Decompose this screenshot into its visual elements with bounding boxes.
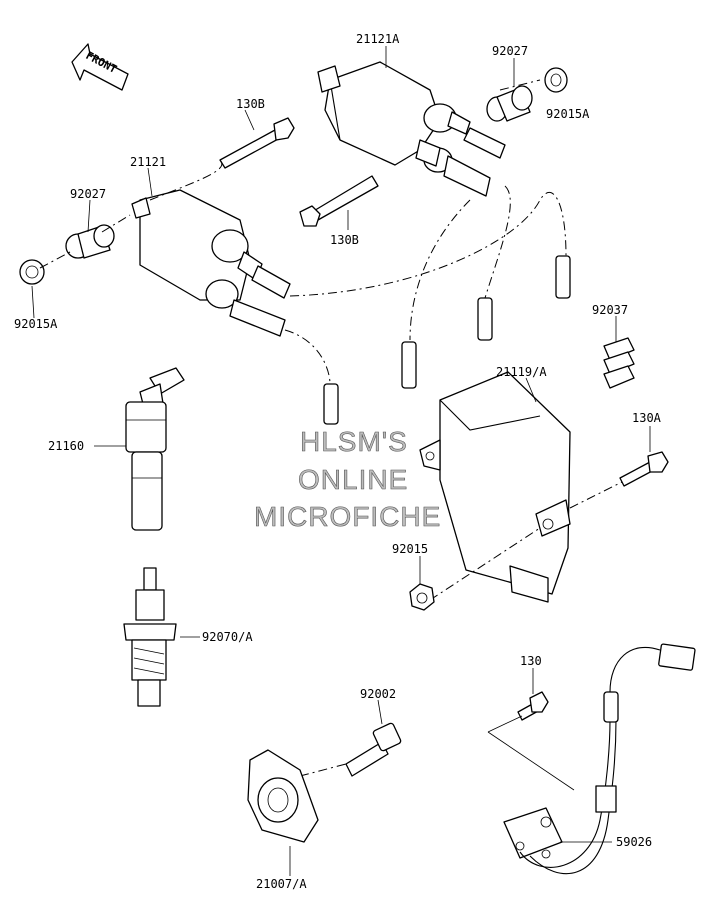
label-92015: 92015 xyxy=(392,542,428,556)
ignition-coil-upper xyxy=(317,61,506,197)
label-59026: 59026 xyxy=(616,835,652,849)
bolt-130B-top xyxy=(219,117,295,169)
leader-lines xyxy=(31,46,651,876)
bushing-92015A-left xyxy=(19,259,45,285)
label-92002: 92002 xyxy=(360,687,396,701)
collar-92027-top xyxy=(486,85,533,122)
pickup-coil-59026 xyxy=(503,643,696,874)
bolt-130A xyxy=(619,451,669,487)
bushing-92015A-top xyxy=(544,67,568,93)
bolt-92002 xyxy=(345,722,402,777)
lead-caps xyxy=(323,255,571,425)
spark-plug-92070A xyxy=(123,567,177,707)
label-21121: 21121 xyxy=(130,155,166,169)
label-130A: 130A xyxy=(632,411,662,425)
collar-92027-left xyxy=(65,224,115,259)
label-21119A: 21119/A xyxy=(496,365,547,379)
label-21160: 21160 xyxy=(48,439,84,453)
label-92015A-top: 92015A xyxy=(546,107,590,121)
rotor-21007A xyxy=(247,749,319,843)
watermark-line-2: ONLINE xyxy=(298,464,408,495)
label-92070A: 92070/A xyxy=(202,630,253,644)
label-130B-top: 130B xyxy=(236,97,265,111)
label-92015A-left: 92015A xyxy=(14,317,58,331)
watermark-line-3: MICROFICHE xyxy=(254,501,441,532)
plug-cap-21160 xyxy=(125,367,185,531)
label-92037: 92037 xyxy=(592,303,628,317)
igniter-21119A xyxy=(419,371,571,603)
label-92027-top: 92027 xyxy=(492,44,528,58)
label-21121A: 21121A xyxy=(356,32,400,46)
bolt-130 xyxy=(517,691,549,721)
ignition-coil-lower xyxy=(131,189,291,337)
label-130: 130 xyxy=(520,654,542,668)
label-92027-left: 92027 xyxy=(70,187,106,201)
front-arrow-icon: FRONT xyxy=(71,43,129,91)
nut-92015 xyxy=(409,583,435,611)
label-130B-mid: 130B xyxy=(330,233,359,247)
watermark-line-1: HLSM'S xyxy=(300,426,408,457)
label-21007A: 21007/A xyxy=(256,877,307,891)
bolt-130B-mid xyxy=(299,175,379,227)
clip-92037 xyxy=(603,337,635,389)
